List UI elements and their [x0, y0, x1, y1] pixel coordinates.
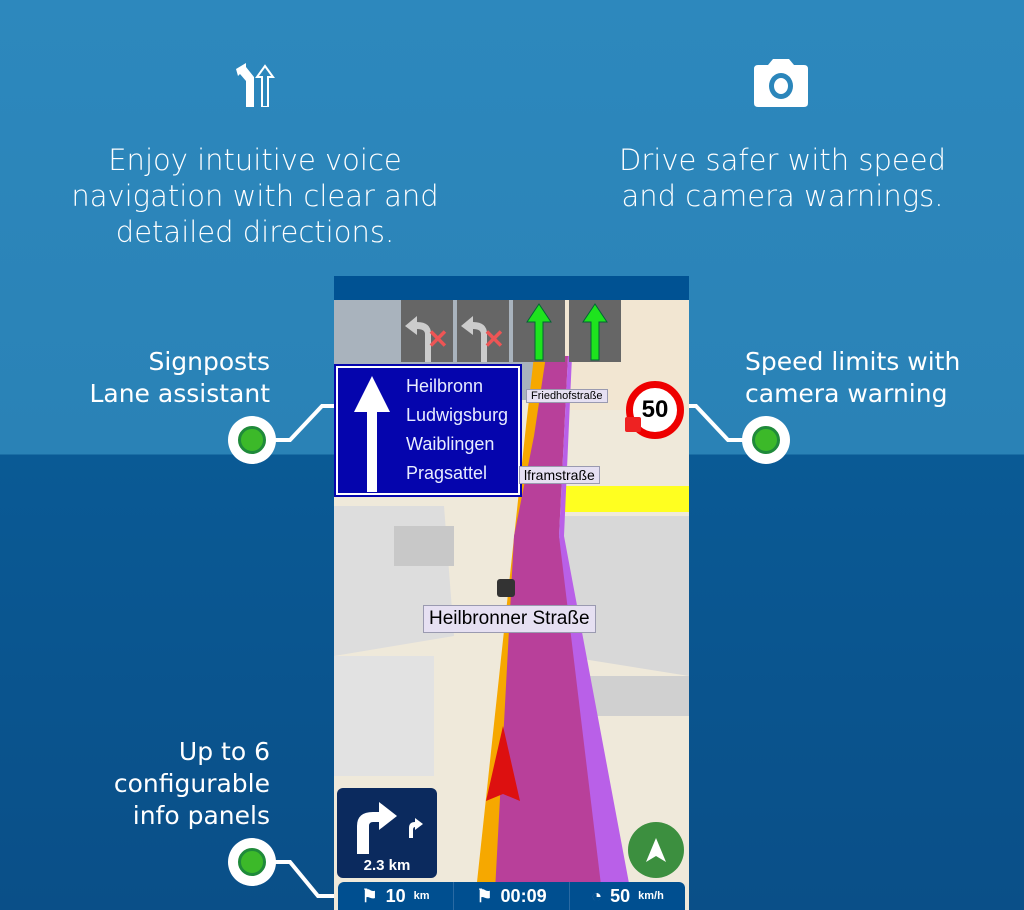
callout-info-panels: Up to 6 configurable info panels	[113, 737, 270, 830]
street-label: lframstraße	[519, 466, 600, 484]
turn-right-icon	[357, 802, 423, 854]
flag-distance-icon: ⚑	[361, 885, 378, 906]
status-bar	[334, 276, 689, 300]
arrow-up-icon	[354, 376, 390, 492]
distance-unit: km	[413, 890, 430, 902]
callout-signposts: Signposts Lane assistant	[89, 347, 270, 408]
lane-arrows-icon	[236, 63, 275, 107]
navigation-arrow-icon	[646, 838, 666, 862]
signpost-destination: Pragsattel	[406, 463, 488, 483]
signpost-destination: Heilbronn	[406, 376, 484, 396]
speedometer-icon: ◔	[591, 885, 603, 906]
callout-dot	[228, 838, 276, 886]
feature-text: Enjoy intuitive voice navigation with cl…	[71, 143, 439, 249]
lane-straight	[569, 300, 621, 362]
lane-straight	[513, 300, 565, 362]
navigation-map[interactable]: ✕ ✕ Heilbronn Ludwigsburg Waiblingen Pra…	[334, 276, 689, 910]
current-street-label: Heilbronner Straße	[423, 605, 596, 633]
turn-distance: 2.3 km	[363, 857, 411, 874]
map-background	[334, 300, 689, 910]
camera-icon	[754, 59, 808, 107]
callout-dot	[228, 416, 276, 464]
speed-unit: km/h	[638, 890, 664, 902]
lane-left-blocked: ✕	[457, 300, 509, 362]
callout-dot	[742, 416, 790, 464]
svg-text:✕: ✕	[483, 324, 505, 354]
street-label: Friedhofstraße	[526, 389, 608, 403]
info-panel-speed[interactable]: ◔ 50 km/h	[570, 882, 685, 910]
signpost-destination: Waiblingen	[406, 434, 495, 454]
info-panels: ⚑ 10 km ⚑ 00:09 ◔ 50 km/h	[338, 882, 685, 910]
next-turn-panel[interactable]: 2.3 km	[337, 788, 437, 878]
speed-value: 50	[610, 885, 631, 906]
feature-text: Drive safer with speed and camera warnin…	[619, 143, 946, 213]
speed-camera-icon	[625, 417, 641, 432]
info-panel-time[interactable]: ⚑ 00:09	[454, 882, 570, 910]
compass-button[interactable]	[628, 822, 684, 878]
distance-value: 10	[385, 885, 406, 906]
signpost: Heilbronn Ludwigsburg Waiblingen Pragsat…	[334, 364, 522, 497]
lane-left-blocked: ✕	[401, 300, 453, 362]
callout-speed-limits: Speed limits with camera warning	[745, 347, 961, 408]
svg-text:✕: ✕	[427, 324, 449, 354]
signpost-destination: Ludwigsburg	[406, 405, 509, 425]
speed-camera-icon	[497, 579, 515, 597]
info-panel-distance[interactable]: ⚑ 10 km	[338, 882, 454, 910]
time-value: 00:09	[500, 885, 547, 906]
flag-clock-icon: ⚑	[476, 885, 493, 906]
